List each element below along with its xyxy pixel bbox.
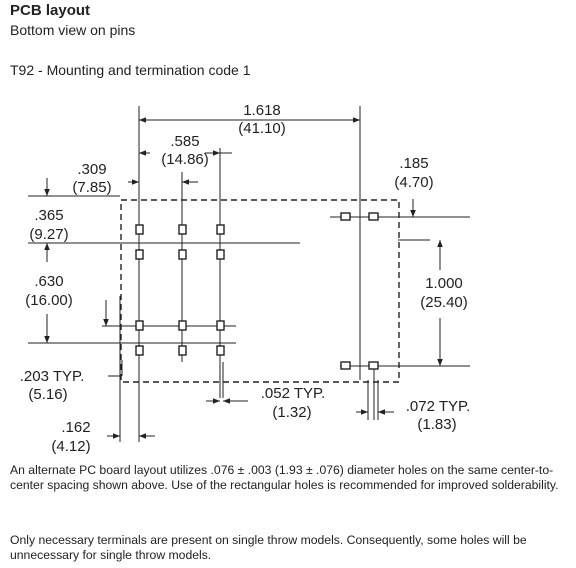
pin-holes [135, 212, 379, 370]
pin-hole [135, 345, 144, 356]
dim-bottom-left-mm: (4.12) [51, 438, 90, 455]
page-subtitle: Bottom view on pins [10, 22, 136, 38]
pin-hole [216, 224, 225, 235]
dim-inner-span-mm: (14.86) [161, 151, 209, 168]
dim-overall-width-in: 1.618 [243, 102, 281, 119]
pin-hole [216, 249, 225, 260]
dim-right-vertical-in: 1.000 [425, 275, 463, 292]
pin-hole [178, 320, 187, 331]
dim-inner-span-in: .585 [170, 133, 199, 150]
relay-outline [120, 199, 400, 383]
pin-hole [216, 320, 225, 331]
pin-hole [178, 345, 187, 356]
note-alternate-layout: An alternate PC board layout utilizes .0… [10, 463, 559, 492]
dim-pin-length-in: .072 TYP. [406, 398, 471, 415]
dim-right-offset-mm: (4.70) [394, 174, 433, 191]
pin-hole [135, 224, 144, 235]
dim-left-offset-mm: (7.85) [72, 179, 111, 196]
dim-pin-width-in: .052 TYP. [261, 385, 326, 402]
dim-pin-length-mm: (1.83) [417, 416, 456, 433]
dim-left-offset-in: .309 [77, 161, 106, 178]
pin-centerlines-vertical [119, 106, 375, 442]
pin-hole [368, 361, 379, 370]
dim-pin-spacing-in: .203 TYP. [20, 368, 85, 385]
dim-mid-span-in: .630 [34, 273, 63, 290]
pin-hole [340, 361, 351, 370]
dim-overall-width-mm: (41.10) [238, 120, 286, 137]
dim-top-row-in: .365 [34, 207, 63, 224]
pin-hole [178, 249, 187, 260]
pin-centerlines-horizontal [28, 195, 470, 367]
pin-hole [135, 320, 144, 331]
dim-pin-width-mm: (1.32) [272, 404, 311, 421]
dim-pin-spacing-mm: (5.16) [28, 386, 67, 403]
pin-hole [178, 224, 187, 235]
pin-hole [368, 212, 379, 221]
dim-right-offset-in: .185 [399, 155, 428, 172]
pin-hole [135, 249, 144, 260]
page-title: PCB layout [10, 2, 91, 19]
diagram-caption: T92 - Mounting and termination code 1 [10, 62, 251, 78]
pin-hole [216, 345, 225, 356]
note-single-throw: Only necessary terminals are present on … [10, 533, 527, 562]
dim-mid-span-mm: (16.00) [25, 292, 73, 309]
dim-bottom-left-in: .162 [61, 419, 90, 436]
dim-right-vertical-mm: (25.40) [420, 294, 468, 311]
dim-top-row-mm: (9.27) [29, 226, 68, 243]
pin-hole [340, 212, 351, 221]
